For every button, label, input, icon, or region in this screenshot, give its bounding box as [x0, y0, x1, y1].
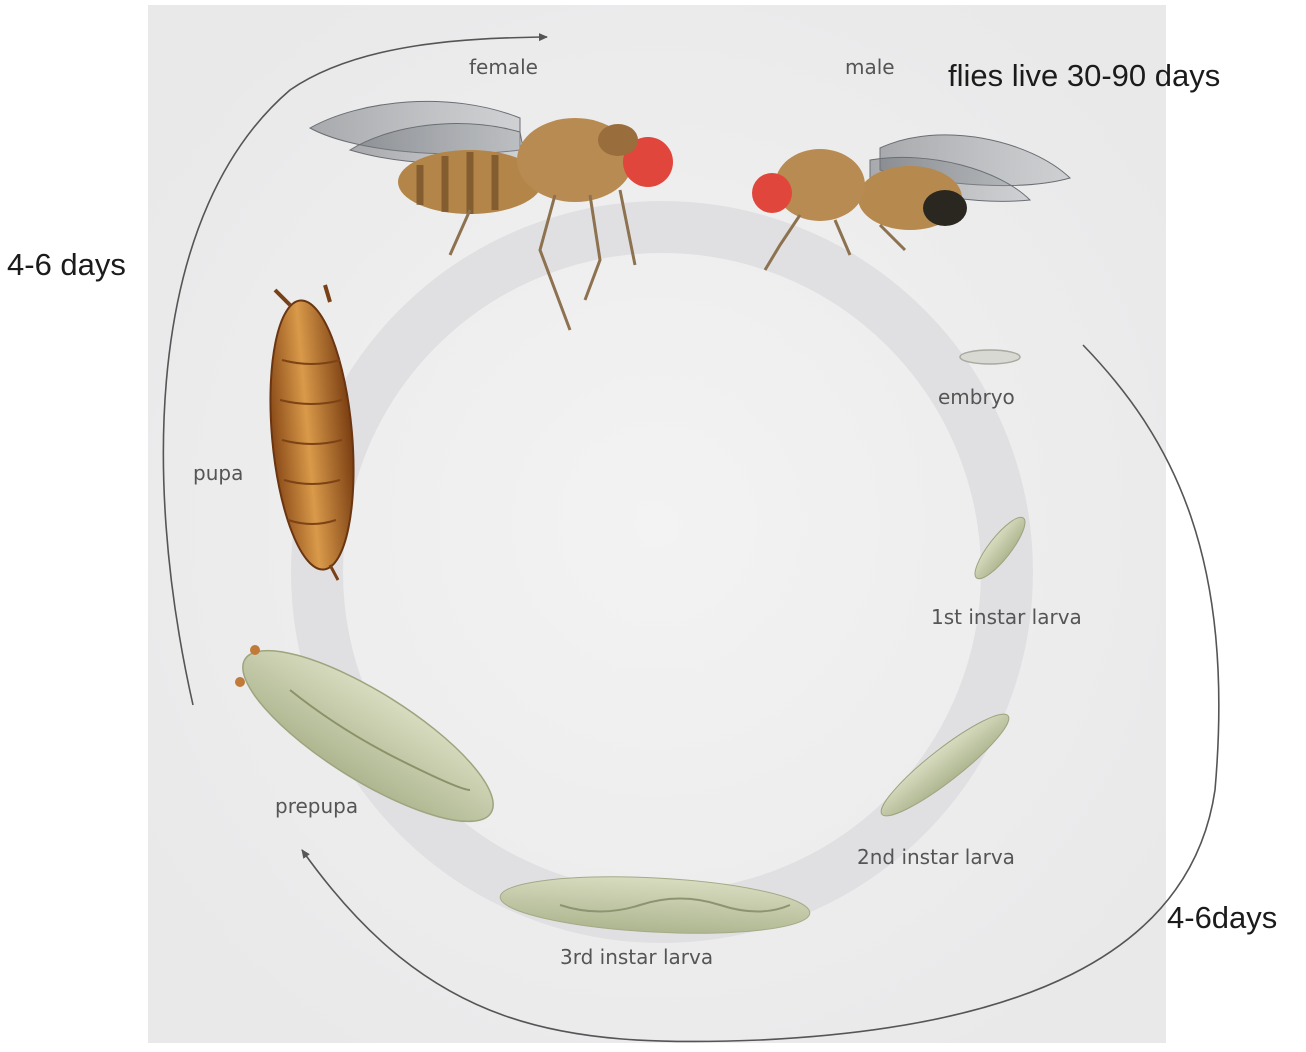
- label-male: male: [845, 55, 895, 79]
- label-prepupa: prepupa: [275, 794, 358, 818]
- label-female: female: [469, 55, 538, 79]
- embryo: [960, 350, 1020, 364]
- label-second-instar: 2nd instar larva: [857, 845, 1015, 869]
- label-third-instar: 3rd instar larva: [560, 945, 713, 969]
- label-first-instar: 1st instar larva: [931, 605, 1082, 629]
- label-embryo: embryo: [938, 385, 1015, 409]
- larval-duration-note: 4-6days: [1167, 900, 1277, 936]
- pupal-duration-note: 4-6 days: [7, 247, 126, 283]
- lifespan-note: flies live 30-90 days: [948, 58, 1220, 94]
- label-pupa: pupa: [193, 461, 243, 485]
